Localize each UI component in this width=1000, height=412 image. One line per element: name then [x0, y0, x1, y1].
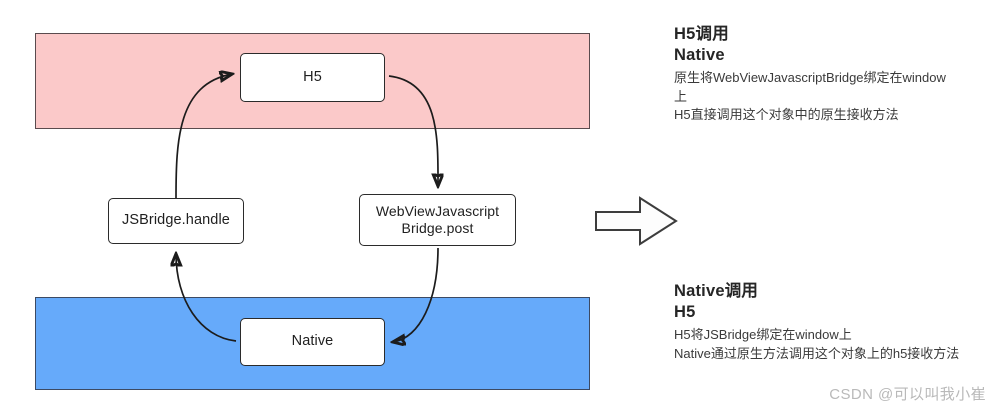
csdn-watermark: CSDN @可以叫我小崔 — [829, 386, 986, 403]
note-native-calls-h5-heading-line1: Native调用 — [674, 282, 759, 300]
node-jsbridge-handle[interactable]: JSBridge.handle — [108, 198, 244, 244]
note-native-calls-h5: Native调用 H5 H5将JSBridge绑定在window上 Native… — [674, 281, 994, 363]
node-jsbridge-handle-label: JSBridge.handle — [122, 212, 230, 229]
note-h5-calls-native-body: 原生将WebViewJavascriptBridge绑定在window 上 H5… — [674, 70, 946, 123]
diagram-canvas: H5 JSBridge.handle WebViewJavascript Bri… — [35, 33, 678, 390]
node-native-label: Native — [291, 333, 334, 350]
node-h5-label: H5 — [303, 68, 322, 85]
node-webviewjavascriptbridge-post-label: WebViewJavascript Bridge.post — [375, 202, 500, 236]
node-h5[interactable]: H5 — [240, 53, 385, 102]
note-h5-calls-native-heading-line2: Native — [674, 46, 725, 65]
node-webviewjavascriptbridge-post[interactable]: WebViewJavascript Bridge.post — [359, 194, 516, 246]
note-native-calls-h5-body: H5将JSBridge绑定在window上 Native通过原生方法调用这个对象… — [674, 327, 960, 361]
note-h5-calls-native: H5调用 Native 原生将WebViewJavascriptBridge绑定… — [674, 24, 994, 125]
transition-arrow-icon — [595, 196, 678, 246]
note-h5-calls-native-heading-line1: H5调用 — [674, 25, 729, 43]
node-native[interactable]: Native — [240, 318, 385, 366]
note-native-calls-h5-heading-line2: H5 — [674, 303, 696, 322]
